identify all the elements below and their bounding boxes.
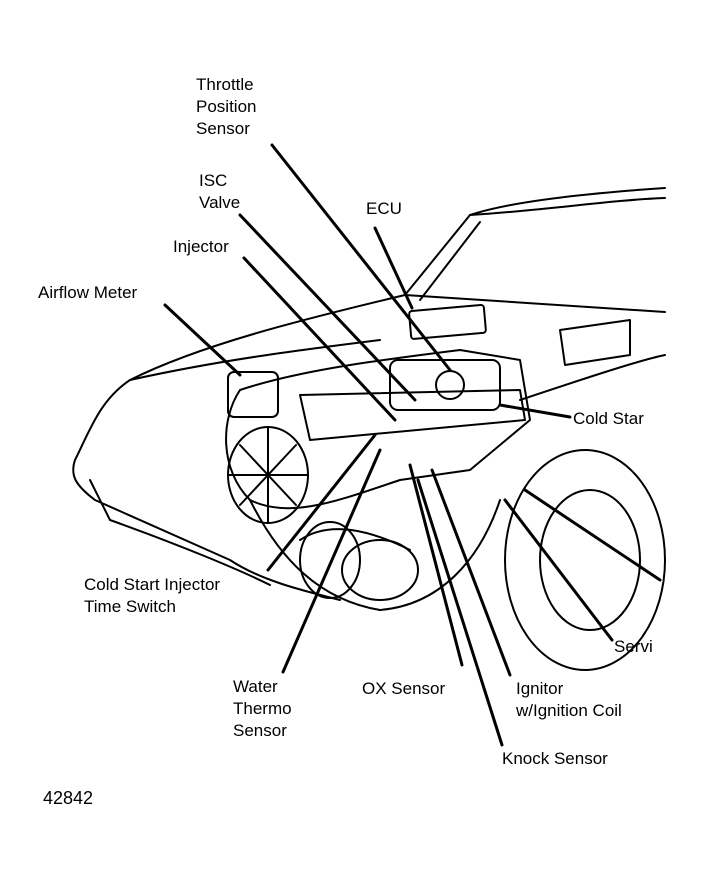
label-knock-sensor: Knock Sensor bbox=[502, 749, 608, 768]
leader-ignitor bbox=[430, 468, 512, 677]
cowl-line bbox=[404, 294, 666, 313]
label-ecu: ECU bbox=[366, 199, 402, 218]
crank-pulley bbox=[299, 521, 361, 599]
figure-number: 42842 bbox=[43, 788, 94, 808]
windshield-inner bbox=[419, 221, 481, 301]
engine-block bbox=[225, 349, 531, 510]
label-throttle-position-sensor: Throttle Position Sensor bbox=[196, 75, 257, 138]
alternator bbox=[341, 539, 419, 601]
engine-lower bbox=[249, 499, 501, 611]
leader-airflow bbox=[163, 303, 242, 377]
leader-throttle bbox=[270, 143, 452, 372]
airflow-meter bbox=[227, 371, 279, 418]
label-ignitor-coil: Ignitor w/Ignition Coil bbox=[516, 679, 622, 720]
leader-knock bbox=[416, 478, 504, 747]
fender-line bbox=[519, 354, 666, 401]
leader-injector bbox=[242, 256, 397, 422]
front-bumper bbox=[89, 479, 271, 586]
valve-cover bbox=[299, 389, 526, 441]
leader-servi bbox=[523, 488, 662, 582]
ecu-box bbox=[408, 303, 487, 340]
front-wheel bbox=[504, 449, 666, 671]
leader-water-thermo bbox=[281, 448, 382, 674]
label-isc-valve: ISC Valve bbox=[199, 171, 241, 212]
leader-cold-start bbox=[498, 403, 572, 419]
leader-isc bbox=[238, 213, 417, 402]
label-injector: Injector bbox=[173, 237, 229, 256]
throttle-body bbox=[389, 359, 501, 411]
label-ox-sensor: OX Sensor bbox=[362, 679, 446, 698]
label-airflow-meter: Airflow Meter bbox=[38, 283, 138, 302]
front-wheel-hub bbox=[539, 489, 641, 631]
label-cold-start: Cold Star bbox=[573, 409, 644, 428]
label-water-thermo-sensor: Water Thermo Sensor bbox=[233, 677, 292, 740]
leader-servi-2 bbox=[503, 498, 614, 642]
component-box-right bbox=[559, 319, 631, 366]
leader-ecu bbox=[373, 226, 414, 310]
label-servi: Servi bbox=[614, 637, 653, 656]
label-cold-start-injector-time-switch: Cold Start Injector Time Switch bbox=[84, 575, 221, 616]
leader-ox bbox=[408, 463, 464, 667]
hood-edge bbox=[129, 339, 381, 381]
leader-cold-start-injector bbox=[266, 433, 377, 572]
throttle-port bbox=[435, 370, 465, 400]
drive-belt bbox=[299, 528, 411, 551]
windshield-line bbox=[469, 197, 666, 216]
fan-blades bbox=[227, 426, 309, 524]
